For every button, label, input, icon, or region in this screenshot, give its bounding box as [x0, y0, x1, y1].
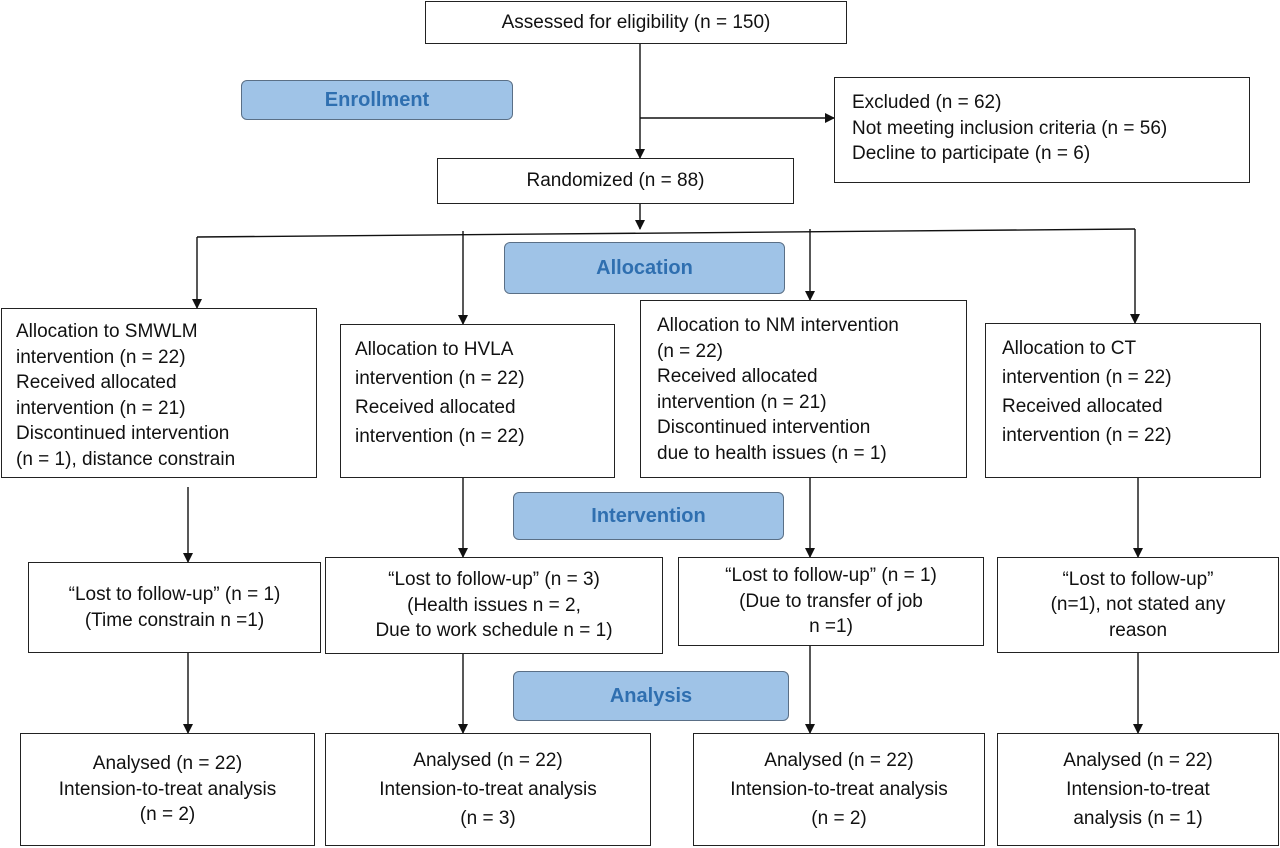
box-line: Assessed for eligibility (n = 150): [501, 11, 771, 33]
analysis-box-nm: Analysed (n = 22) Intension-to-treat ana…: [693, 733, 985, 846]
box-line: Received allocated: [355, 397, 516, 418]
stage-allocation: Allocation: [504, 242, 785, 294]
followup-box-ct: “Lost to follow-up” (n=1), not stated an…: [997, 557, 1279, 653]
box-line: Allocation to NM intervention: [657, 315, 899, 336]
box-line: Allocation to HVLA: [355, 339, 514, 360]
followup-box-hvla: “Lost to follow-up” (n = 3) (Health issu…: [325, 557, 663, 654]
box-line: Received allocated: [16, 372, 177, 393]
box-line: Randomized (n = 88): [526, 170, 705, 192]
box-line: Decline to participate (n = 6): [852, 143, 1091, 164]
analysis-box-hvla: Analysed (n = 22) Intension-to-treat ana…: [325, 733, 651, 846]
box-line: intervention (n = 22): [355, 426, 525, 447]
allocation-box-ct: Allocation to CT intervention (n = 22) R…: [985, 323, 1261, 478]
box-line: (n=1), not stated any: [1050, 594, 1226, 616]
box-line: Excluded (n = 62): [852, 92, 1002, 113]
box-line: Intension-to-treat analysis: [730, 779, 948, 800]
box-line: (n = 2): [139, 804, 196, 826]
box-line: (Time constrain n =1): [84, 609, 265, 631]
box-line: Analysed (n = 22): [1063, 750, 1213, 771]
box-line: (Health issues n = 2,: [407, 594, 581, 616]
box-line: due to health issues (n = 1): [657, 442, 887, 464]
box-line: (n = 2): [811, 808, 867, 829]
box-line: intervention (n = 22): [355, 368, 525, 389]
followup-box-smwlm: “Lost to follow-up” (n = 1) (Time constr…: [28, 562, 321, 653]
box-line: Due to work schedule n = 1): [375, 620, 613, 642]
box-line: Received allocated: [657, 366, 818, 387]
assessed-box: Assessed for eligibility (n = 150): [425, 1, 847, 44]
box-line: “Lost to follow-up” (n = 3): [388, 569, 600, 591]
box-line: reason: [1108, 619, 1168, 641]
box-line: intervention (n = 22): [1002, 425, 1172, 446]
box-line: Discontinued intervention: [16, 423, 230, 444]
stage-enrollment: Enrollment: [241, 80, 513, 120]
allocation-box-nm: Allocation to NM intervention (n = 22) R…: [640, 300, 967, 478]
stage-analysis: Analysis: [513, 671, 789, 721]
box-line: Allocation to CT: [1002, 338, 1137, 359]
box-line: Intension-to-treat analysis: [58, 778, 277, 800]
box-line: analysis (n = 1): [1073, 808, 1203, 829]
box-line: “Lost to follow-up” (n = 1): [68, 584, 281, 605]
box-line: Not meeting inclusion criteria (n = 56): [852, 117, 1168, 139]
allocation-box-hvla: Allocation to HVLA intervention (n = 22)…: [340, 324, 615, 478]
box-line: intervention (n = 21): [657, 391, 827, 413]
box-line: Analysed (n = 22): [413, 750, 563, 771]
box-line: Analysed (n = 22): [764, 750, 914, 771]
box-line: (n = 3): [460, 808, 516, 829]
box-line: intervention (n = 22): [1002, 367, 1172, 388]
box-line: Intension-to-treat analysis: [379, 779, 597, 800]
box-line: Allocation to SMWLM: [16, 321, 198, 342]
box-line: Received allocated: [1002, 396, 1163, 417]
box-line: Intension-to-treat: [1066, 779, 1210, 800]
box-line: Analysed (n = 22): [92, 753, 243, 775]
box-line: “Lost to follow-up”: [1062, 568, 1214, 590]
box-line: (n = 22): [657, 340, 724, 362]
box-line: Discontinued intervention: [657, 417, 871, 438]
analysis-box-smwlm: Analysed (n = 22) Intension-to-treat ana…: [20, 733, 315, 846]
box-line: (n = 1), distance constrain: [16, 448, 236, 470]
box-line: n =1): [809, 616, 853, 638]
box-line: “Lost to follow-up” (n = 1): [725, 565, 937, 587]
stage-intervention: Intervention: [513, 492, 784, 540]
box-line: (Due to transfer of job: [739, 590, 923, 612]
box-line: intervention (n = 21): [16, 397, 186, 419]
randomized-box: Randomized (n = 88): [437, 158, 794, 204]
analysis-box-ct: Analysed (n = 22) Intension-to-treat ana…: [997, 733, 1279, 846]
allocation-distribution-line: [196, 228, 1136, 238]
followup-box-nm: “Lost to follow-up” (n = 1) (Due to tran…: [678, 557, 984, 646]
box-line: intervention (n = 22): [16, 346, 186, 368]
allocation-box-smwlm: Allocation to SMWLM intervention (n = 22…: [1, 308, 317, 478]
excluded-box: Excluded (n = 62) Not meeting inclusion …: [834, 77, 1250, 183]
